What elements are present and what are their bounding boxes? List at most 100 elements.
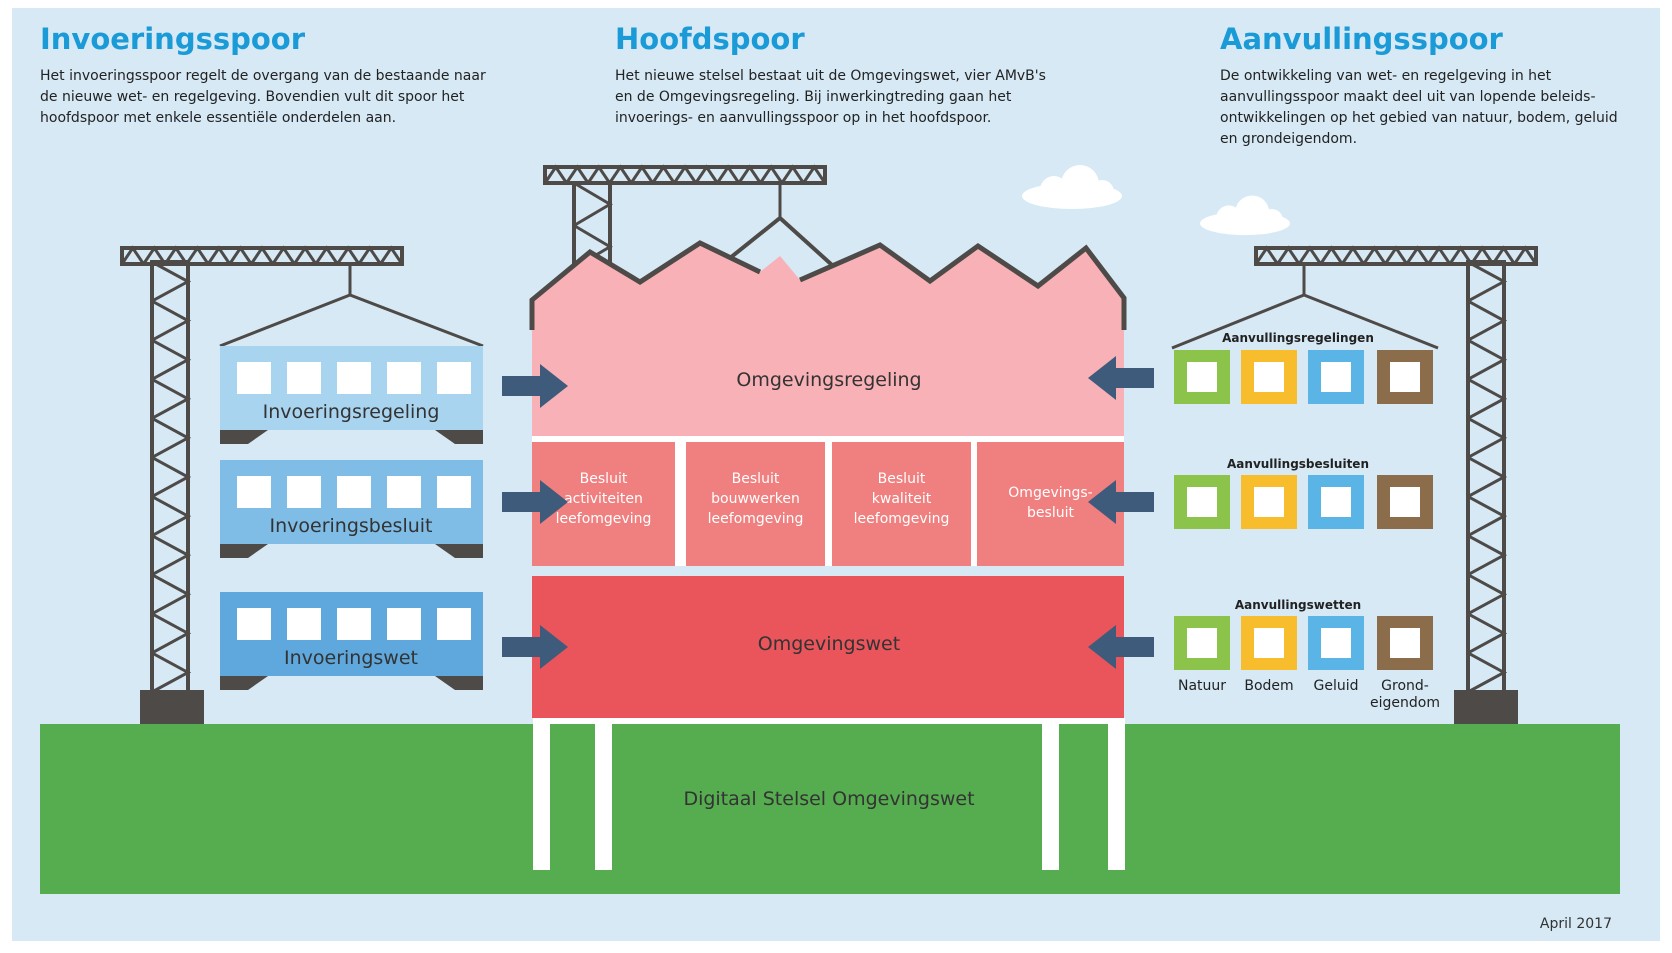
cloud (1200, 195, 1290, 236)
wagon-window (437, 476, 471, 508)
aanvulling-group-label: Aanvullingsregelingen (1222, 331, 1374, 345)
theme-label: Bodem (1244, 678, 1293, 694)
theme-block-window (1254, 628, 1284, 658)
wagon-wheel-right (435, 430, 483, 444)
amvb-label: besluit (1027, 505, 1074, 521)
aanvulling-group-label: Aanvullingsbesluiten (1227, 457, 1369, 471)
arrow-right-icon (502, 364, 568, 408)
amvb-label: leefomgeving (556, 511, 652, 527)
arrow-left-icon (1088, 480, 1154, 524)
date-label: April 2017 (1540, 916, 1612, 932)
theme-block-window (1321, 487, 1351, 517)
cloud-puff (1040, 176, 1068, 204)
wagon-window (337, 476, 371, 508)
cloud-puff (1235, 195, 1270, 230)
wagon-wheel-left (220, 430, 268, 444)
theme-block-window (1187, 628, 1217, 658)
hoofdspoor-heading: Hoofdspoor (615, 22, 805, 56)
wagon-window (437, 362, 471, 394)
left-crane-base (140, 690, 204, 724)
wagon-window (437, 608, 471, 640)
right-crane-base (1454, 690, 1518, 724)
theme-block-window (1390, 628, 1420, 658)
arrow-right-icon (502, 480, 568, 524)
center-crane-jib-bracing (543, 164, 827, 184)
amvb-label: bouwwerken (711, 491, 800, 507)
foundation-pile (1042, 718, 1059, 870)
theme-block-window (1321, 628, 1351, 658)
hoofdspoor-description: Het nieuwe stelsel bestaat uit de Omgevi… (615, 68, 1046, 126)
cloud-puff (1216, 205, 1242, 231)
arrow-left-icon (1088, 625, 1154, 669)
foundation-beam (533, 718, 1125, 724)
amvb-label: activiteiten (564, 491, 643, 507)
right-crane-jib-bracing (1254, 245, 1538, 265)
right-crane-mast-bracing (1467, 260, 1508, 694)
arrow-right-icon (502, 625, 568, 669)
wagon-wheel-left (220, 676, 268, 690)
building-sawtooth-roofline (529, 240, 1127, 330)
wagon-wheel-right (435, 676, 483, 690)
amvb-label: Omgevings- (1008, 485, 1092, 501)
amvb-label: Besluit (878, 471, 926, 487)
aanvullingsspoor-heading: Aanvullingsspoor (1220, 22, 1503, 56)
right-crane-sling (1171, 293, 1439, 350)
wagon-window (287, 362, 321, 394)
omgevingswet-block (532, 576, 1124, 718)
invoering-wagon-label: Invoeringsregeling (263, 401, 440, 423)
theme-label: Grond- (1381, 678, 1429, 694)
amvb-block (686, 442, 825, 566)
center-crane-hook (723, 215, 834, 267)
theme-block-window (1254, 487, 1284, 517)
aanvullingsspoor-description: De ontwikkeling van wet- en regelgeving … (1220, 68, 1618, 147)
wagon-window (287, 476, 321, 508)
wagon-window (337, 608, 371, 640)
invoeringsspoor-heading: Invoeringsspoor (40, 22, 306, 56)
foundation-pile (533, 718, 550, 870)
digitaal-stelsel-label: Digitaal Stelsel Omgevingswet (683, 788, 974, 810)
cloud (1022, 165, 1122, 209)
foundation-pile (595, 718, 612, 870)
cloud-puff (1061, 165, 1099, 203)
wagon-window (387, 476, 421, 508)
invoering-wagon-label: Invoeringswet (284, 647, 418, 669)
omgevingsregeling-label: Omgevingsregeling (736, 369, 921, 391)
invoeringsspoor-description: Het invoeringsspoor regelt de overgang v… (40, 68, 486, 126)
building-roof-section (532, 243, 1124, 436)
left-crane-sling (219, 293, 484, 348)
amvb-label: leefomgeving (708, 511, 804, 527)
wagon-window (337, 362, 371, 394)
theme-block-window (1187, 362, 1217, 392)
wagon-window (237, 608, 271, 640)
wagon-window (237, 476, 271, 508)
theme-block-window (1390, 487, 1420, 517)
aanvulling-group-label: Aanvullingswetten (1235, 598, 1361, 612)
wagon-window (387, 362, 421, 394)
wagon-wheel-left (220, 544, 268, 558)
amvb-label: kwaliteit (872, 491, 932, 507)
wagon-window (237, 362, 271, 394)
wagon-window (287, 608, 321, 640)
theme-block-window (1390, 362, 1420, 392)
amvb-label: Besluit (732, 471, 780, 487)
cloud-puff (1090, 180, 1114, 204)
theme-block-window (1254, 362, 1284, 392)
wagon-wheel-right (435, 544, 483, 558)
foundation-pile (1108, 718, 1125, 870)
left-crane-jib-bracing (120, 245, 404, 265)
omgevingswet-label: Omgevingswet (758, 633, 900, 655)
theme-label: eigendom (1370, 695, 1440, 711)
amvb-block (832, 442, 971, 566)
arrow-left-icon (1088, 356, 1154, 400)
theme-label: Geluid (1313, 678, 1358, 694)
amvb-label: Besluit (580, 471, 628, 487)
amvb-label: leefomgeving (854, 511, 950, 527)
wagon-window (387, 608, 421, 640)
cloud-puff (1261, 209, 1283, 231)
left-crane-mast-bracing (151, 260, 192, 694)
theme-label: Natuur (1178, 678, 1226, 694)
theme-block-window (1321, 362, 1351, 392)
theme-block-window (1187, 487, 1217, 517)
